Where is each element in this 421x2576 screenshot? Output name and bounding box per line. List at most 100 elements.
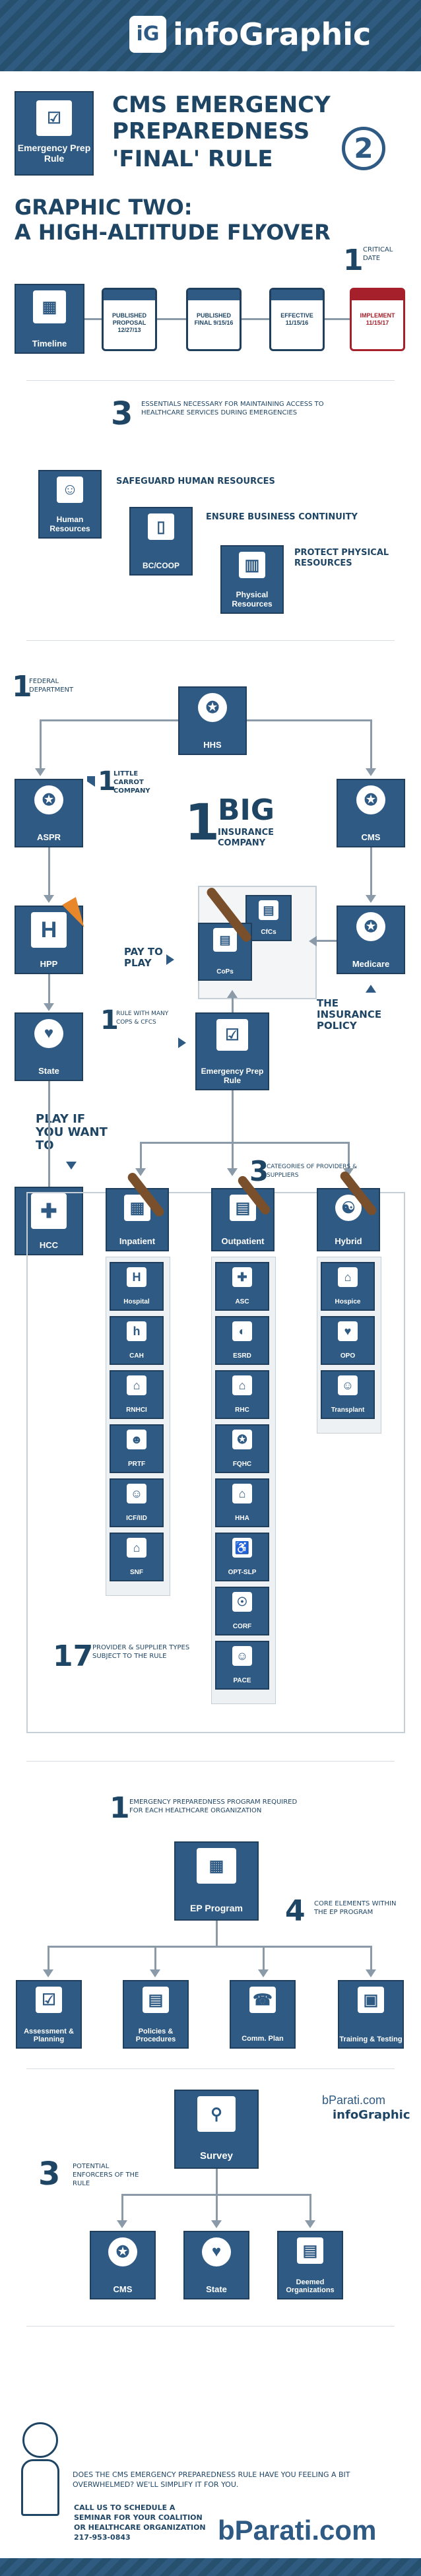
human-resources-tile: ☺ Human Resources bbox=[38, 470, 102, 539]
insurance-policy: THE INSURANCE POLICY bbox=[317, 997, 382, 1032]
provider-esrd: ◐ESRD bbox=[215, 1316, 269, 1365]
home-health-icon: ⌂ bbox=[238, 1486, 246, 1500]
therapy-icon: ♿ bbox=[234, 1540, 250, 1554]
provider-prtf: ☻PRTF bbox=[110, 1424, 164, 1473]
element-assessment: ☑ Assessment & Planning bbox=[16, 1980, 82, 2049]
ep-rule-tile: ☑ Emergency Prep Rule bbox=[195, 1012, 269, 1090]
certificate-icon: ▤ bbox=[302, 2241, 318, 2260]
footer-brand[interactable]: bParati.com bbox=[218, 2515, 377, 2546]
graphic-title-line2: A HIGH-ALTITUDE FLYOVER bbox=[15, 220, 331, 245]
provider-pace: ☺PACE bbox=[215, 1641, 269, 1690]
graphic-number-circle: 2 bbox=[342, 127, 385, 170]
element-policies: ▤ Policies & Procedures bbox=[123, 1980, 189, 2049]
graphic-title-line1: GRAPHIC TWO: bbox=[15, 195, 193, 220]
provider-asc: ✚ASC bbox=[215, 1262, 269, 1311]
provider-corf: ☉CORF bbox=[215, 1587, 269, 1635]
essential-text-physical: PROTECT PHYSICAL RESOURCES bbox=[294, 548, 389, 568]
provider-fqhc: ✪FQHC bbox=[215, 1424, 269, 1473]
hospital-building-icon: ▦ bbox=[129, 1199, 145, 1217]
essentials-count: 3 bbox=[111, 395, 133, 432]
checklist-icon: ☑ bbox=[42, 1991, 56, 2009]
enforcer-deemed: ▤ Deemed Organizations bbox=[277, 2231, 343, 2299]
program-caption: EMERGENCY PREPAREDNESS PROGRAM REQUIRED … bbox=[129, 1799, 298, 1814]
medicare-tile: ✪ Medicare bbox=[337, 906, 405, 974]
hhs-tile: ✪ HHS bbox=[178, 686, 247, 755]
transplant-icon: ☺ bbox=[341, 1378, 354, 1392]
logo-badge: iG bbox=[129, 16, 166, 53]
building-icon: ▥ bbox=[244, 556, 260, 574]
cfcs-tile: ▤ CfCs bbox=[245, 895, 292, 941]
event-published-final: PUBLISHED FINAL 9/15/16 bbox=[186, 288, 242, 351]
head-icon: ☻ bbox=[130, 1432, 143, 1446]
aspr-tile: ✪ ASPR bbox=[15, 779, 83, 847]
documents-icon: ▤ bbox=[148, 1991, 164, 2009]
provider-opo: ♥OPO bbox=[321, 1316, 375, 1365]
presentation-icon: ▣ bbox=[363, 1991, 379, 2009]
brand-small-infographic: infoGraphic bbox=[333, 2108, 410, 2122]
hospital-h-icon: H bbox=[132, 1270, 141, 1284]
big-caption: INSURANCE COMPANY bbox=[218, 828, 275, 848]
clipboard-icon: ☑ bbox=[225, 1026, 240, 1044]
briefcase-search-icon: ⚲ bbox=[210, 2105, 222, 2123]
provider-rnhci: ⌂RNHCI bbox=[110, 1370, 164, 1419]
clinic-icon: ▤ bbox=[235, 1199, 251, 1217]
essential-text-business: ENSURE BUSINESS CONTINUITY bbox=[206, 512, 358, 522]
survey-tile: ⚲ Survey bbox=[174, 2090, 259, 2169]
critical-date-caption: CRITICAL DATE bbox=[363, 246, 393, 262]
bc-coop-tile: ▯ BC/COOP bbox=[129, 507, 193, 576]
provider-opt-slp: ♿OPT-SLP bbox=[215, 1533, 269, 1581]
event-implement: IMPLEMENT 11/15/17 bbox=[350, 288, 405, 351]
footer-question: DOES THE CMS EMERGENCY PREPAREDNESS RULE… bbox=[73, 2470, 350, 2489]
ep-program-tile: ▦ EP Program bbox=[174, 1841, 259, 1921]
footer-banner bbox=[0, 2558, 421, 2576]
big-count: 1 bbox=[185, 793, 220, 851]
rule-title-line1: CMS EMERGENCY bbox=[112, 92, 331, 118]
categories-count: 3 bbox=[249, 1155, 269, 1187]
provider-transplant: ☺Transplant bbox=[321, 1370, 375, 1419]
people-icon: ☺ bbox=[130, 1486, 143, 1500]
brand-small: bParati.com bbox=[322, 2094, 386, 2107]
door-icon: ▯ bbox=[156, 517, 166, 536]
emergency-prep-rule-tile: ☑ Emergency Prep Rule bbox=[15, 91, 94, 176]
hospice-icon: ⌂ bbox=[344, 1270, 352, 1284]
total-types-count: 17 bbox=[53, 1639, 94, 1673]
hpp-tile: H HPP bbox=[15, 906, 83, 974]
shield-icon: ♥ bbox=[44, 1024, 54, 1042]
logo-text: infoGraphic bbox=[173, 17, 372, 52]
provider-hospice: ⌂Hospice bbox=[321, 1262, 375, 1311]
people-icon: ☺ bbox=[61, 480, 79, 498]
organ-icon: ♥ bbox=[344, 1324, 352, 1338]
timeline-tile: ▦ Timeline bbox=[15, 284, 84, 354]
physical-resources-tile: ▥ Physical Resources bbox=[220, 545, 284, 614]
element-training: ▣ Training & Testing bbox=[338, 1980, 404, 2049]
little-caption: LITTLE CARROT COMPANY bbox=[113, 770, 150, 795]
categories-caption: CATEGORIES OF PROVIDERS & SUPPLIERS bbox=[267, 1164, 358, 1179]
hybrid-tile: ☯ Hybrid bbox=[317, 1188, 380, 1251]
chapel-icon: ⌂ bbox=[133, 1378, 141, 1392]
aspr-seal-icon: ✪ bbox=[42, 791, 56, 809]
rule-title-line2: PREPAREDNESS bbox=[112, 118, 310, 145]
cms-tile: ✪ CMS bbox=[337, 779, 405, 847]
critical-date-count: 1 bbox=[343, 244, 364, 277]
enforcer-cms: ✪ CMS bbox=[90, 2231, 156, 2299]
element-comm-plan: ☎ Comm. Plan bbox=[230, 1980, 296, 2049]
barn-icon: ⌂ bbox=[238, 1378, 246, 1392]
enforcers-caption: POTENTIAL ENFORCERS OF THE RULE bbox=[73, 2163, 139, 2187]
program-count: 1 bbox=[110, 1791, 130, 1825]
play-if-you-want-to: PLAY IF YOU WANT TO bbox=[36, 1112, 108, 1152]
header-banner: iG infoGraphic bbox=[0, 0, 421, 71]
hospital-h-icon: H bbox=[40, 917, 57, 942]
document-icon: ▤ bbox=[219, 933, 231, 946]
house-icon: ⌂ bbox=[133, 1540, 141, 1554]
big-word: BIG bbox=[218, 793, 275, 827]
essential-text-human: SAFEGUARD HUMAN RESOURCES bbox=[116, 477, 275, 486]
provider-rhc: ⌂RHC bbox=[215, 1370, 269, 1419]
rule-count: 1 bbox=[100, 1005, 119, 1036]
badge-icon: ✪ bbox=[237, 1432, 247, 1446]
rule-caption: RULE WITH MANY CoPs & CfCs bbox=[116, 1010, 169, 1026]
rehab-icon: ☉ bbox=[236, 1595, 248, 1608]
rule-title-line3: 'FINAL' RULE bbox=[112, 146, 273, 172]
overwhelmed-person-icon bbox=[12, 2422, 65, 2521]
